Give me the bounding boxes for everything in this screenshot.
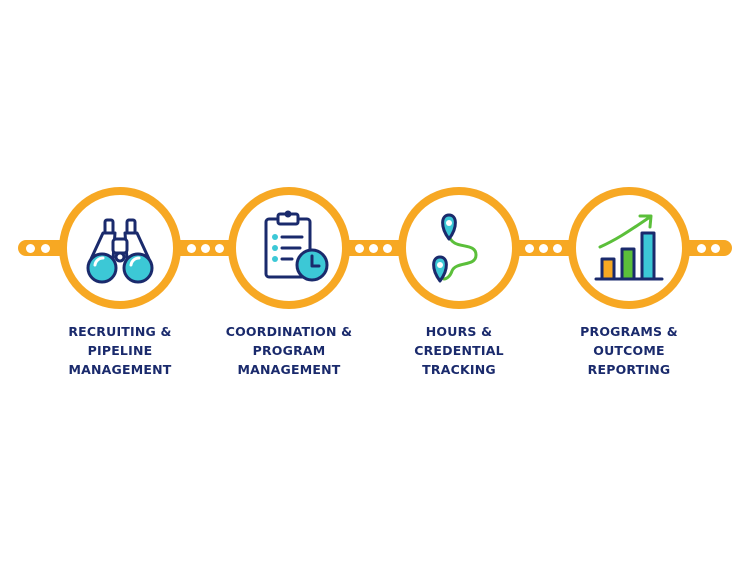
label-line: MANAGEMENT: [68, 362, 172, 377]
map-route-icon: [432, 213, 478, 283]
label-line: TRACKING: [422, 362, 496, 377]
label-line: CREDENTIAL: [414, 343, 504, 358]
connector-dot: [697, 244, 706, 253]
label-line: MANAGEMENT: [237, 362, 341, 377]
label-line: RECRUITING &: [68, 324, 172, 339]
stage-circle-programs: [568, 187, 690, 309]
step-label-recruiting: RECRUITING & PIPELINE MANAGEMENT: [35, 322, 205, 379]
connector-dot: [187, 244, 196, 253]
connector-dot: [525, 244, 534, 253]
connector-dot: [711, 244, 720, 253]
label-line: HOURS &: [425, 324, 493, 339]
connector-dot: [41, 244, 50, 253]
binoculars-icon: [86, 218, 154, 284]
clipboard-clock-icon: [264, 210, 329, 282]
stage-circle-hours: [398, 187, 520, 309]
connector-dot: [355, 244, 364, 253]
connector-dot: [539, 244, 548, 253]
label-line: OUTCOME: [593, 343, 665, 358]
stage-circle-recruiting: [59, 187, 181, 309]
step-label-coordination: COORDINATION & PROGRAM MANAGEMENT: [204, 322, 374, 379]
stage-circle-coordination: [228, 187, 350, 309]
label-line: PIPELINE: [87, 343, 153, 358]
label-line: REPORTING: [587, 362, 671, 377]
connector-dot: [383, 244, 392, 253]
growth-chart-icon: [594, 214, 664, 281]
connector-dot: [215, 244, 224, 253]
connector-dot: [26, 244, 35, 253]
label-line: COORDINATION &: [225, 324, 353, 339]
step-label-programs: PROGRAMS & OUTCOME REPORTING: [544, 322, 714, 379]
label-line: PROGRAMS &: [580, 324, 678, 339]
step-label-hours: HOURS & CREDENTIAL TRACKING: [374, 322, 544, 379]
connector-dot: [201, 244, 210, 253]
connector-dot: [369, 244, 378, 253]
connector-dot: [553, 244, 562, 253]
label-line: PROGRAM: [252, 343, 326, 358]
